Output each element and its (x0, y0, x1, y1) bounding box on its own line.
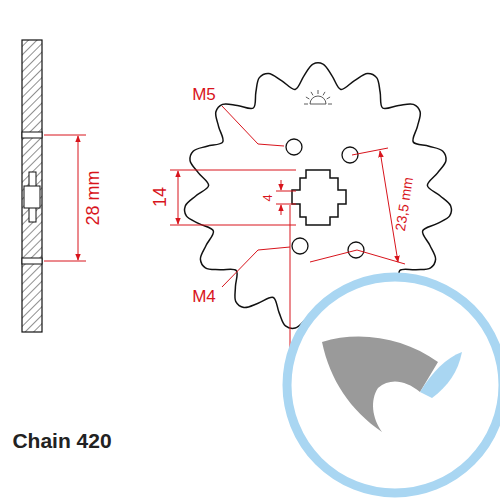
extension-line (276, 204, 296, 205)
extension-line (44, 261, 86, 262)
watermark-wing (420, 352, 462, 398)
dimension-14 (170, 170, 296, 225)
profile-gap (22, 132, 42, 138)
dimension-line (78, 136, 79, 260)
maker-mark-ray (304, 104, 308, 105)
watermark-logo (287, 277, 500, 493)
thread-label: M5 (192, 86, 216, 103)
extension-line (170, 170, 296, 171)
mounting-hole (286, 139, 302, 155)
dimension-line (281, 205, 282, 215)
dimension-line (178, 171, 179, 224)
chain-label: Chain 420 (12, 430, 111, 451)
thread-label: M4 (192, 288, 216, 305)
extension-line (290, 205, 291, 350)
profile-gap (22, 258, 42, 264)
splined-bore (292, 170, 346, 225)
side-profile (22, 40, 42, 332)
dimension-4 (276, 180, 296, 350)
dimension-23-5 (310, 148, 405, 264)
mounting-hole (342, 147, 358, 163)
leader-line (310, 250, 357, 262)
maker-mark-ray (328, 104, 332, 105)
mounting-hole (292, 238, 308, 254)
dimension-line (281, 180, 282, 190)
dimension-28 (44, 135, 86, 261)
watermark-bird (322, 336, 438, 432)
extension-line (44, 135, 86, 136)
dimension-label: 28 mm (84, 170, 102, 225)
maker-mark-sun (310, 96, 326, 104)
extension-line (276, 191, 296, 192)
extension-line (170, 225, 296, 226)
maker-mark-ray (327, 97, 330, 99)
leader-line (222, 247, 290, 287)
maker-mark-ray (306, 97, 309, 99)
maker-mark-ray (311, 92, 313, 95)
thread-leaders (222, 106, 290, 287)
profile-section (22, 40, 42, 332)
maker-mark-ray (323, 92, 325, 95)
maker-mark-ray (318, 90, 319, 94)
extension-line (352, 148, 388, 155)
leader-line (222, 106, 284, 146)
dimension-label: 4 (261, 194, 274, 201)
maker-mark (304, 90, 332, 104)
dimension-label: 14 (151, 187, 169, 207)
profile-spline (24, 186, 40, 208)
watermark-ring (287, 277, 500, 493)
dimension-line (380, 151, 398, 262)
dimension-label: 23,5 mm (393, 176, 415, 232)
